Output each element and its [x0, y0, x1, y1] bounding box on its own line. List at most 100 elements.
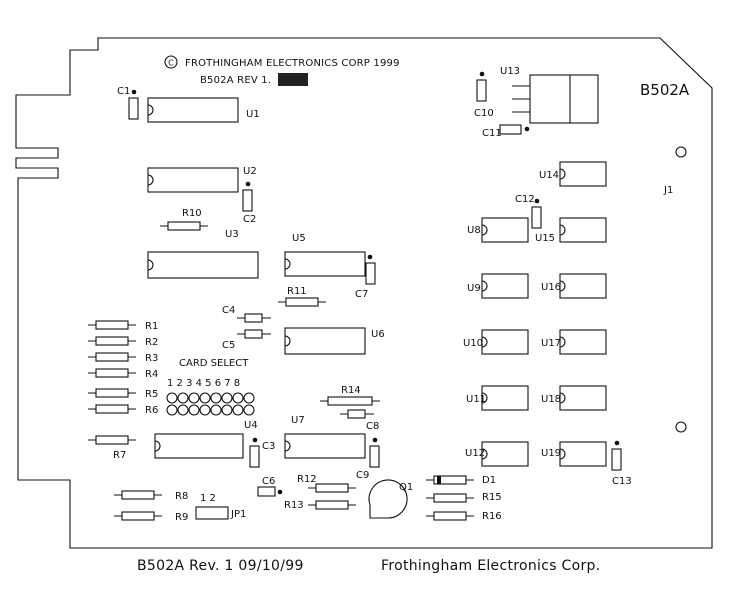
footer-company-name: Frothingham Electronics Corp.	[381, 558, 601, 574]
svg-text:U12: U12	[465, 448, 485, 459]
svg-text:R14: R14	[341, 385, 361, 396]
resistor-r8: R8	[114, 490, 188, 502]
capacitor-c11: C11	[482, 124, 530, 139]
svg-text:R8: R8	[175, 491, 188, 502]
svg-text:C11: C11	[482, 128, 502, 139]
card-select-pin	[199, 404, 211, 416]
svg-text:Q1: Q1	[399, 482, 413, 493]
ic-u6: U6	[284, 327, 385, 355]
diode-d1: D1	[426, 475, 496, 486]
card-select-pin	[243, 392, 255, 404]
resistor-r1: R1	[88, 320, 158, 332]
header-line-1: FROTHINGHAM ELECTRONICS CORP 1999	[185, 58, 400, 69]
regulator-u13: U13	[500, 66, 599, 124]
capacitor-c13: C13	[611, 440, 632, 487]
svg-text:U4: U4	[244, 420, 258, 431]
capacitor-c5: C5	[222, 329, 271, 351]
resistor-r13: R13	[284, 500, 356, 511]
svg-text:R9: R9	[175, 512, 188, 523]
svg-text:R1: R1	[145, 321, 158, 332]
svg-text:C9: C9	[356, 470, 369, 481]
ic-u2: U2	[147, 166, 257, 193]
revision-sticker	[278, 73, 308, 86]
svg-text:U19: U19	[541, 448, 561, 459]
capacitor-c2: C2	[242, 181, 256, 225]
capacitor-c1: C1	[117, 86, 139, 120]
svg-text:R2: R2	[145, 337, 158, 348]
resistor-r9: R9	[114, 511, 188, 523]
board-outline	[15, 37, 713, 549]
svg-text:U18: U18	[541, 394, 561, 405]
svg-text:U7: U7	[291, 415, 305, 426]
ic-u19: U19	[541, 441, 607, 467]
svg-text:U5: U5	[292, 233, 306, 244]
board-id-label: B502A	[640, 81, 690, 99]
card-select-pin	[232, 392, 244, 404]
ic-u5: U5	[284, 233, 366, 277]
svg-text:C13: C13	[612, 476, 632, 487]
card-select-pin	[210, 392, 222, 404]
card-select-pin	[166, 392, 178, 404]
resistor-r3: R3	[88, 352, 158, 364]
ic-u8: U8	[467, 217, 529, 243]
copyright-symbol: C	[168, 59, 174, 68]
ic-u15: U15	[535, 217, 607, 244]
resistor-r5: R5	[88, 388, 158, 400]
svg-text:U3: U3	[225, 229, 239, 240]
svg-text:R13: R13	[284, 500, 304, 511]
svg-text:R11: R11	[287, 286, 307, 297]
ic-u12: U12	[465, 441, 529, 467]
card-select-pin	[188, 404, 200, 416]
resistor-r12: R12	[297, 474, 356, 493]
svg-text:U11: U11	[466, 394, 486, 405]
copyright-circle	[164, 55, 178, 69]
card-select-pin	[221, 404, 233, 416]
ic-u1: U1	[147, 97, 260, 123]
resistor-r6: R6	[88, 404, 158, 416]
ic-u10: U10	[463, 329, 529, 355]
resistor-r16: R16	[426, 511, 502, 522]
capacitor-c3: C3	[249, 437, 275, 468]
transistor-q1: Q1	[368, 479, 413, 519]
resistor-r4: R4	[88, 368, 158, 380]
svg-text:R12: R12	[297, 474, 317, 485]
capacitor-c12: C12	[515, 194, 542, 229]
svg-text:R4: R4	[145, 369, 158, 380]
ic-u14: U14	[539, 161, 607, 187]
card-select-pin	[166, 404, 178, 416]
svg-text:C12: C12	[515, 194, 535, 205]
card-select-pin	[188, 392, 200, 404]
mounting-hole-bottom	[675, 421, 687, 433]
card-select-pin	[243, 404, 255, 416]
svg-text:U1: U1	[246, 109, 260, 120]
footer-board-revision: B502A Rev. 1 09/10/99	[137, 558, 304, 574]
ic-u7: U7	[284, 415, 366, 459]
card-select-header: CARD SELECT 1 2 3 4 5 6 7 8	[166, 358, 255, 416]
svg-text:U6: U6	[371, 329, 385, 340]
ic-u4: U4	[154, 420, 258, 459]
ic-u17: U17	[541, 329, 607, 355]
svg-text:U13: U13	[500, 66, 520, 77]
svg-text:R6: R6	[145, 405, 158, 416]
svg-text:1 2 3 4 5 6 7 8: 1 2 3 4 5 6 7 8	[167, 378, 240, 389]
svg-text:D1: D1	[482, 475, 496, 486]
capacitor-c10: C10	[474, 71, 494, 119]
header-line-2: B502A REV 1.	[200, 75, 271, 86]
svg-text:C7: C7	[355, 289, 368, 300]
capacitor-c7: C7	[355, 254, 376, 300]
svg-text:C10: C10	[474, 108, 494, 119]
svg-text:C8: C8	[366, 421, 379, 432]
svg-text:1 2: 1 2	[200, 493, 216, 504]
capacitor-c8: C8	[340, 409, 379, 432]
svg-text:CARD SELECT: CARD SELECT	[179, 358, 249, 369]
ic-u3: U3	[147, 229, 259, 279]
svg-text:C3: C3	[262, 441, 275, 452]
svg-text:U17: U17	[541, 338, 561, 349]
resistor-r2: R2	[88, 336, 158, 348]
svg-text:R7: R7	[113, 450, 126, 461]
capacitor-c9: C9	[356, 437, 380, 481]
svg-text:C1: C1	[117, 86, 130, 97]
ic-u11: U11	[466, 385, 529, 411]
card-select-pin	[199, 392, 211, 404]
